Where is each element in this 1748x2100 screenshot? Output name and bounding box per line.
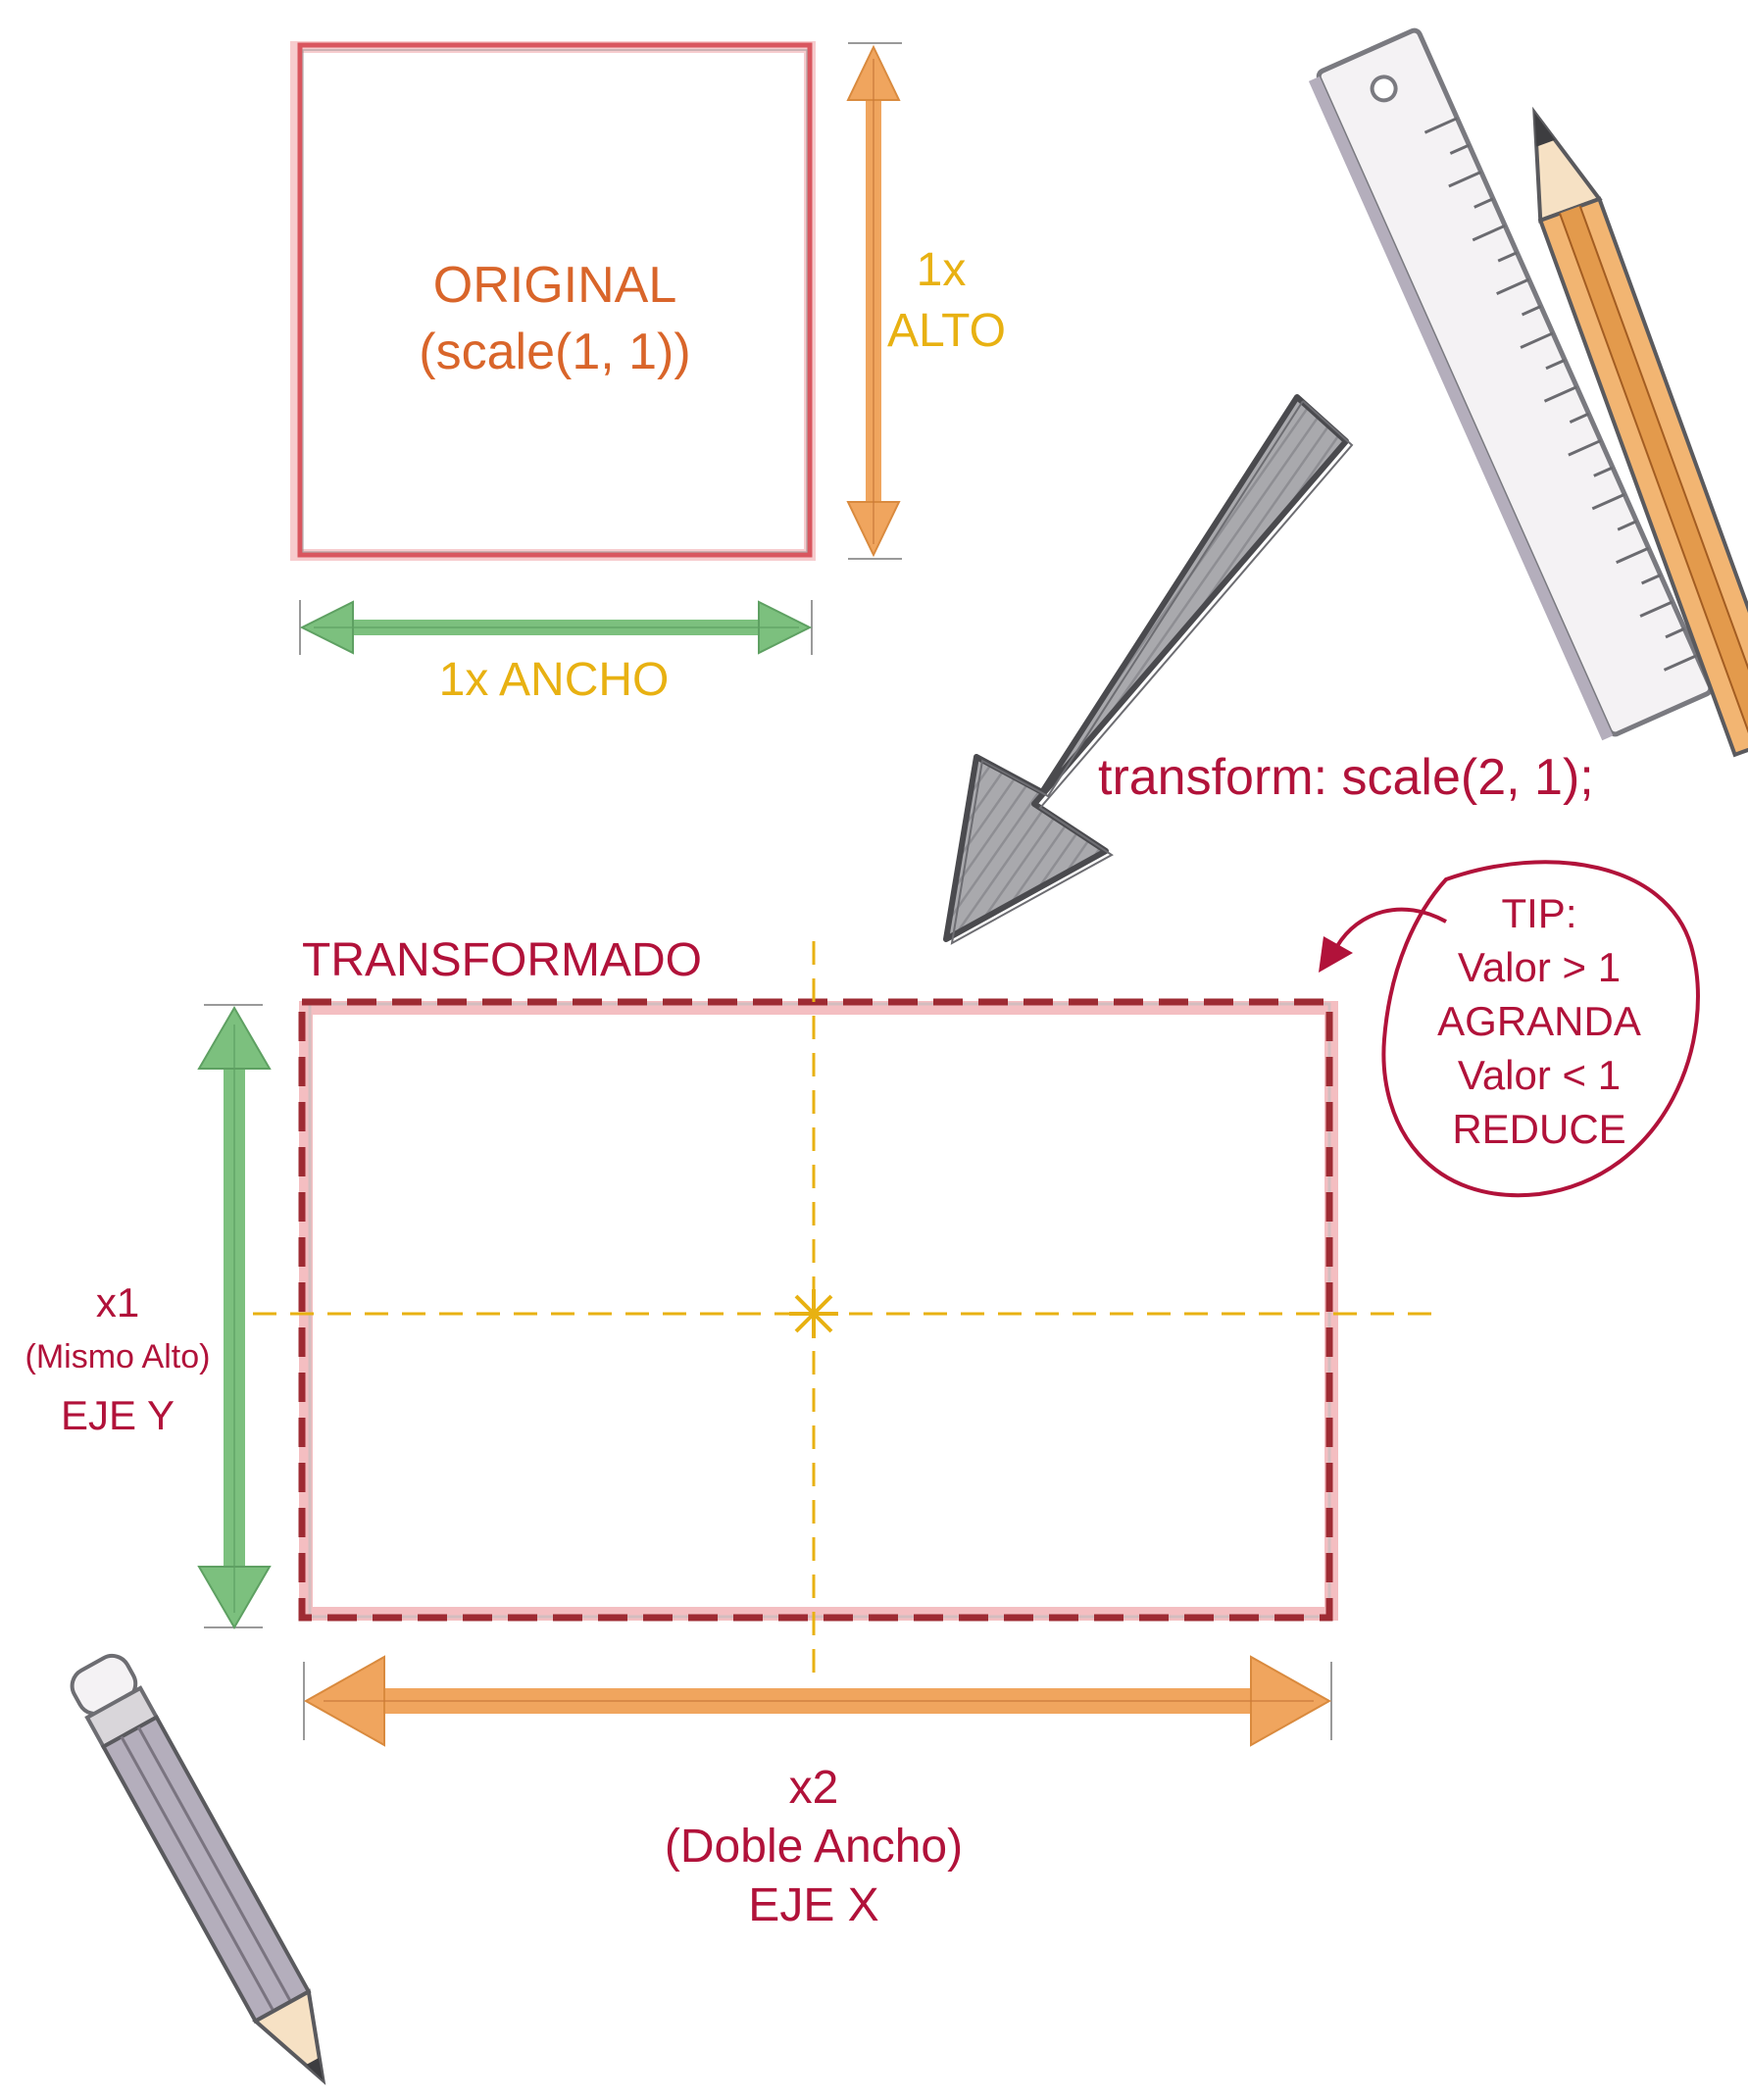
width-arrow-original xyxy=(299,600,813,655)
x-axis-label-2: (Doble Ancho) xyxy=(664,1821,964,1873)
height-arrow-original xyxy=(846,42,902,560)
x-axis-label-1: x2 xyxy=(788,1762,839,1814)
center-point-icon xyxy=(789,1289,838,1338)
original-height-label-2: ALTO xyxy=(887,305,1006,357)
original-title: ORIGINAL xyxy=(432,257,677,314)
original-width-label: 1x ANCHO xyxy=(438,654,670,706)
original-square xyxy=(290,41,816,561)
tip-line-1: TIP: xyxy=(1501,890,1577,936)
width-arrow-transformed xyxy=(303,1655,1332,1747)
big-arrow-icon xyxy=(943,394,1354,945)
transform-code: transform: scale(2, 1); xyxy=(1098,749,1594,806)
tip-line-4: Valor < 1 xyxy=(1457,1052,1622,1098)
tip-line-5: REDUCE xyxy=(1452,1106,1626,1152)
pencil-icon xyxy=(1532,106,1748,758)
ruler-icon xyxy=(1308,27,1714,741)
center-guides xyxy=(253,941,1439,1686)
y-axis-label-1: x1 xyxy=(95,1279,140,1325)
tip-line-3: AGRANDA xyxy=(1437,998,1641,1044)
y-axis-label-2: (Mismo Alto) xyxy=(25,1338,211,1375)
transformed-title: TRANSFORMADO xyxy=(302,934,702,986)
x-axis-label-3: EJE X xyxy=(748,1879,879,1931)
pencil-icon xyxy=(70,1653,326,2085)
height-arrow-transformed xyxy=(197,1004,272,1629)
tip-line-2: Valor > 1 xyxy=(1457,944,1622,990)
curved-arrow-icon xyxy=(1319,907,1447,973)
original-subtitle: (scale(1, 1)) xyxy=(419,324,691,380)
original-height-label-1: 1x xyxy=(916,244,967,296)
y-axis-label-3: EJE Y xyxy=(61,1392,175,1438)
transformed-rectangle xyxy=(298,998,1338,1622)
tip-bubble xyxy=(1381,860,1700,1198)
